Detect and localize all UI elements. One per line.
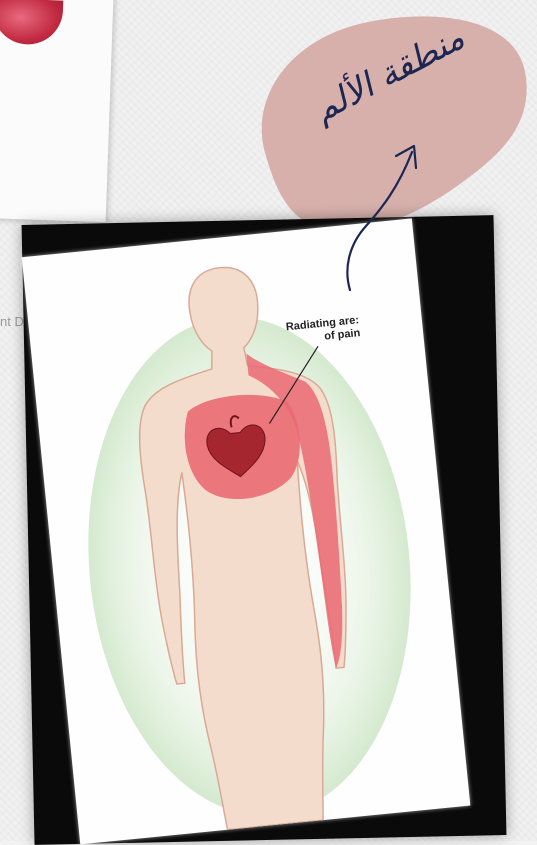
lips-image — [0, 0, 63, 46]
illustration-paper: Radiating are: of pain — [22, 218, 471, 844]
background-caption: nt D — [0, 314, 24, 329]
photo-frame: Radiating are: of pain — [22, 215, 507, 845]
background-photo — [0, 0, 114, 222]
radiating-label-line2: of pain — [324, 327, 361, 343]
body-illustration — [22, 218, 471, 844]
